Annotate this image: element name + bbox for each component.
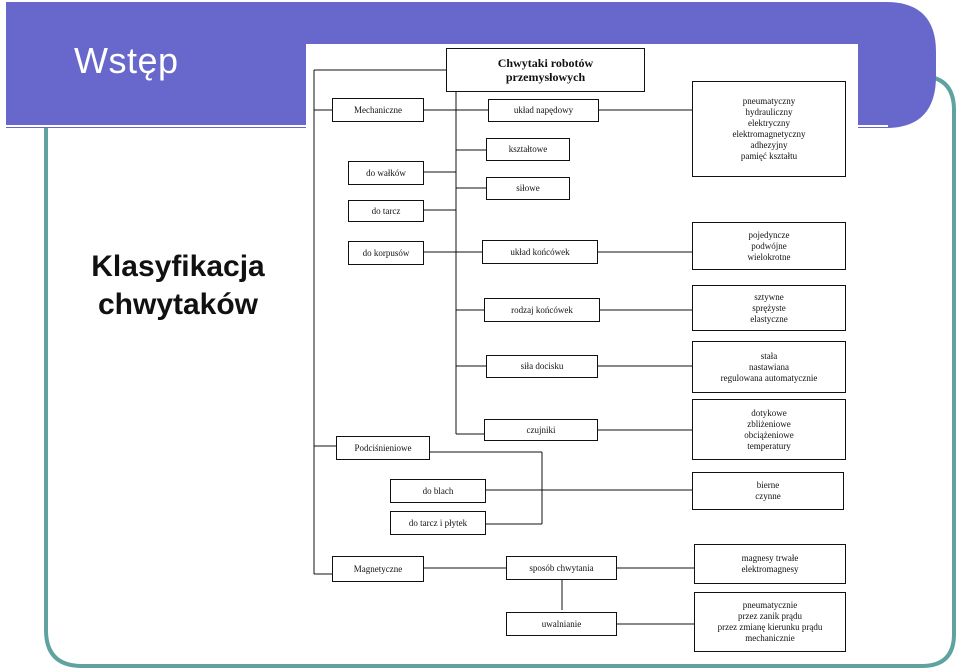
details-rodzaj-koncowek-item: elastyczne — [750, 313, 788, 324]
details-sila-docisku: stała nastawiana regulowana automatyczni… — [692, 341, 846, 393]
details-sila-docisku-item: regulowana automatycznie — [720, 372, 818, 383]
feature-uwalnianie: uwalnianie — [506, 612, 617, 636]
details-naped-item: elektryczny — [748, 118, 790, 128]
details-uklad-koncowek-item: pojedyncze — [748, 229, 790, 240]
details-uwalnianie-item: pneumatycznie — [742, 600, 798, 610]
details-czujniki-item: temperatury — [747, 440, 791, 451]
details-sila-docisku-item: stała — [760, 350, 778, 361]
category-magnetyczne: Magnetyczne — [332, 556, 424, 582]
feature-rodzaj-koncowek: rodzaj końcówek — [484, 298, 600, 322]
details-sposob-chwytania-item: elektromagnesy — [741, 564, 799, 574]
details-czujniki-item: zbliżeniowe — [747, 418, 791, 429]
side-heading-line-2: chwytaków — [97, 288, 259, 321]
details-czujniki-item: dotykowe — [751, 407, 787, 418]
details-naped-item: elektromagnetyczny — [732, 129, 806, 139]
details-rodzaj-koncowek: sztywne sprężyste elastyczne — [692, 285, 846, 331]
object-do-blach: do blach — [390, 479, 486, 503]
feature-uklad-koncowek: układ końcówek — [482, 240, 598, 264]
details-rodzaj-koncowek-item: sztywne — [754, 291, 784, 302]
feature-sila-docisku: siła docisku — [486, 355, 598, 378]
connector-lines — [313, 69, 694, 625]
details-podcisnieniowe: bierne czynne — [692, 472, 844, 510]
details-naped-item: hydrauliczny — [745, 107, 793, 117]
details-sila-docisku-item: nastawiana — [749, 361, 789, 372]
details-uklad-koncowek-item: podwójne — [751, 240, 787, 251]
object-do-korpusow: do korpusów — [348, 241, 424, 265]
object-do-tarcz: do tarcz — [348, 200, 424, 222]
details-czujniki-item: obciążeniowe — [744, 429, 794, 440]
feature-uklad-napedowy: układ napędowy — [488, 99, 599, 122]
details-naped: pneumatyczny hydrauliczny elektryczny el… — [692, 81, 846, 177]
side-heading: Klasyfikacja chwytaków — [64, 248, 292, 324]
details-naped-item: pamięć kształtu — [740, 151, 798, 161]
side-heading-line-1: Klasyfikacja — [91, 250, 265, 283]
classification-diagram: Chwytaki robotów przemysłowych Mechanicz… — [306, 44, 858, 654]
details-czujniki: dotykowe zbliżeniowe obciążeniowe temper… — [692, 399, 846, 460]
details-podcisnieniowe-item: bierne — [756, 480, 780, 490]
object-do-walkow: do wałków — [348, 161, 424, 185]
object-do-tarcz-i-plytek: do tarcz i płytek — [390, 511, 486, 535]
details-naped-item: pneumatyczny — [742, 96, 796, 106]
feature-ksztaltowe: kształtowe — [486, 138, 570, 161]
details-uklad-koncowek: pojedyncze podwójne wielokrotne — [692, 222, 846, 270]
category-mechaniczne: Mechaniczne — [332, 98, 424, 122]
details-uwalnianie-item: mechanicznie — [745, 633, 795, 643]
feature-silowe: siłowe — [486, 177, 570, 200]
details-sposob-chwytania-item: magnesy trwałe — [741, 553, 799, 563]
details-uwalnianie-item: przez zmianę kierunku prądu — [717, 622, 823, 632]
frame-border — [44, 74, 956, 668]
root-node: Chwytaki robotów przemysłowych — [446, 48, 645, 92]
details-podcisnieniowe-item: czynne — [755, 491, 781, 501]
details-rodzaj-koncowek-item: sprężyste — [752, 302, 786, 313]
feature-czujniki: czujniki — [484, 419, 598, 441]
details-sposob-chwytania: magnesy trwałe elektromagnesy — [694, 544, 846, 584]
root-line-1: Chwytaki robotów — [497, 56, 594, 70]
slide-title: Wstęp — [74, 40, 179, 81]
details-naped-item: adhezyjny — [750, 140, 788, 150]
details-uwalnianie: pneumatycznie przez zanik prądu przez zm… — [694, 592, 846, 652]
category-podcisnieniowe: Podciśnieniowe — [336, 436, 430, 460]
root-line-2: przemysłowych — [505, 70, 586, 84]
details-uklad-koncowek-item: wielokrotne — [747, 251, 791, 262]
feature-sposob-chwytania: sposób chwytania — [506, 556, 617, 580]
details-uwalnianie-item: przez zanik prądu — [738, 611, 802, 621]
